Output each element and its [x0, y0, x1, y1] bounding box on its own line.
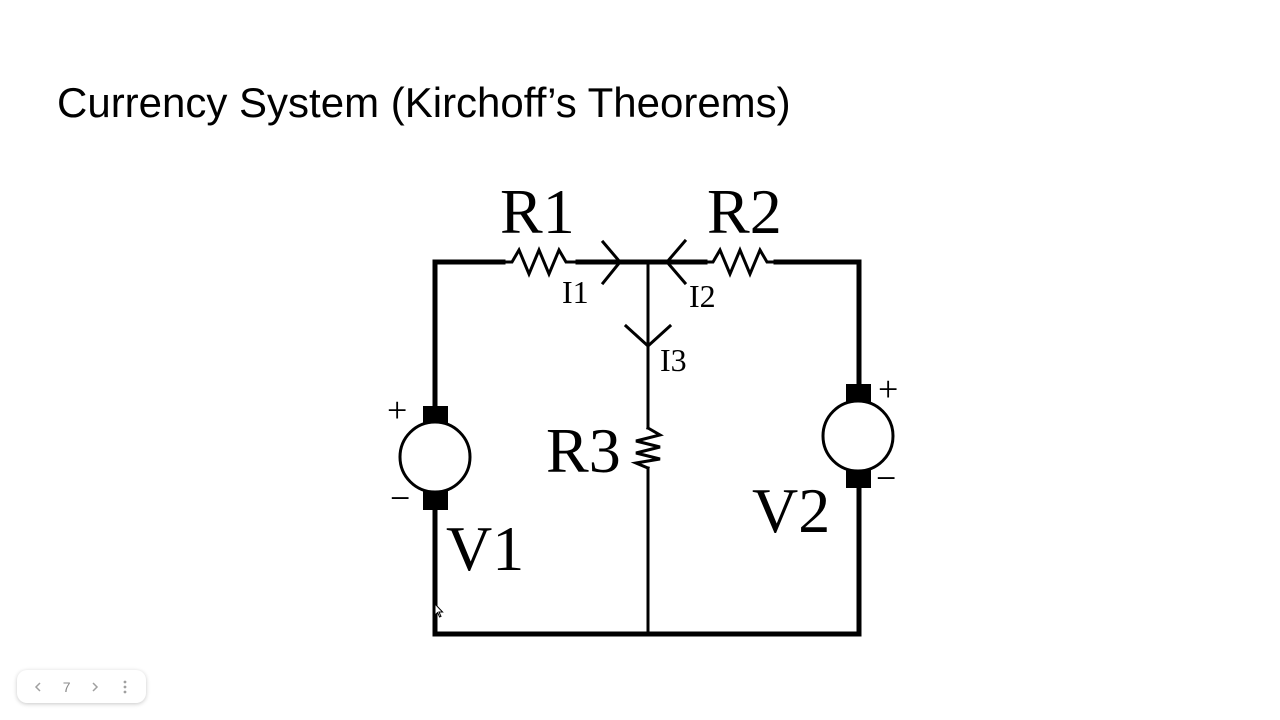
- resistor-r1: [501, 246, 580, 278]
- label-v2-plus: +: [878, 369, 898, 409]
- label-v1-plus: +: [387, 390, 407, 430]
- arrow-i3: [623, 323, 673, 349]
- label-i2: I2: [689, 278, 716, 314]
- page-number: 7: [62, 678, 71, 695]
- chevron-left-icon[interactable]: [27, 674, 49, 700]
- source-v1: [398, 406, 472, 510]
- chevron-right-icon[interactable]: [84, 674, 106, 700]
- slide-title: Currency System (Kirchoff’s Theorems): [57, 79, 791, 126]
- label-v1: V1: [446, 513, 524, 584]
- arrow-i1: [600, 239, 622, 286]
- label-i3: I3: [660, 342, 687, 378]
- label-r2: R2: [707, 176, 782, 247]
- label-r3: R3: [546, 415, 621, 486]
- source-v2: [821, 384, 895, 488]
- more-vertical-icon[interactable]: [114, 674, 136, 700]
- label-v1-minus: −: [390, 478, 410, 518]
- mouse-cursor-icon: [434, 603, 444, 618]
- slide-navigator: 7: [17, 670, 146, 703]
- label-v2: V2: [752, 475, 830, 546]
- resistor-r3: [630, 425, 664, 470]
- label-i1: I1: [562, 274, 589, 310]
- arrow-i2: [665, 238, 688, 286]
- label-r1: R1: [500, 176, 575, 247]
- label-v2-minus: −: [876, 458, 896, 498]
- resistor-r2: [703, 246, 778, 278]
